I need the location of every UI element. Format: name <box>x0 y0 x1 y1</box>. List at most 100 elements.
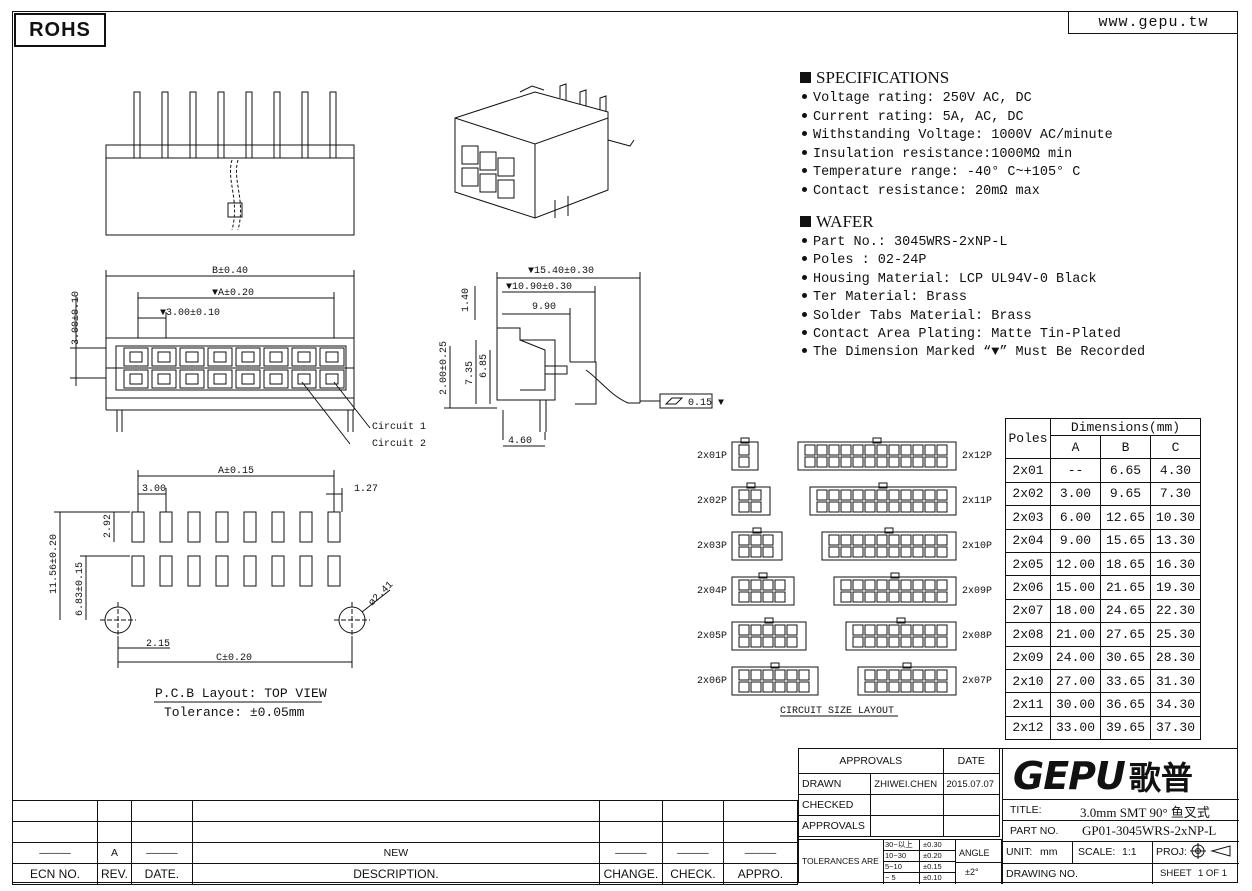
tolerance-row: ~ 5±0.10 <box>883 873 955 884</box>
circuit-cavity <box>786 681 798 693</box>
dimension-cell-p: 2x03 <box>1005 505 1051 530</box>
pcb-dim-c: C±0.20 <box>216 653 252 664</box>
circuit-cavity <box>888 456 900 468</box>
change-header: CHANGE. <box>598 863 663 885</box>
dimension-cell-b: 12.65 <box>1100 505 1151 530</box>
contact-cavity <box>123 369 149 389</box>
contact-cavity <box>319 347 345 367</box>
contact-cavity <box>179 369 205 389</box>
contact-terminal <box>325 373 339 385</box>
specifications-title: SPECIFICATIONS <box>816 68 950 87</box>
circuit-cavity <box>738 636 750 648</box>
tolerance-value: ±0.10 <box>923 873 942 882</box>
circuit-connector <box>845 621 957 651</box>
pcb-layout <box>54 470 391 703</box>
circuit-label-right: 2x07P <box>962 676 992 687</box>
circuit-connector <box>731 531 783 561</box>
circuit-cavity <box>900 624 912 636</box>
circuit-cavity <box>762 546 774 558</box>
pcb-pad <box>327 555 341 587</box>
pin <box>161 91 169 159</box>
wafer-item: Housing Material: LCP UL94V-0 Black <box>802 271 1145 289</box>
circuit-latch <box>764 617 774 624</box>
section-view <box>444 272 713 447</box>
dimension-cell-c: 25.30 <box>1150 622 1201 647</box>
tolerance-value: ±0.20 <box>923 851 942 860</box>
pcb-pad <box>159 511 173 543</box>
circuit-cavity <box>828 534 840 546</box>
circuit-cavity <box>840 534 852 546</box>
tolerance-range: 10~30 <box>885 851 907 860</box>
checked-label: CHECKED <box>799 794 872 816</box>
circuit-cavity <box>936 579 948 591</box>
approvals-label: APPROVALS <box>799 815 872 837</box>
circuit-cavity <box>912 669 924 681</box>
circuit-cavity <box>750 489 762 501</box>
dimension-cell-b: 36.65 <box>1100 692 1151 717</box>
pin <box>301 91 309 159</box>
circuit-cavity <box>912 681 924 693</box>
description-header: DESCRIPTION. <box>191 863 600 885</box>
circuit-cavity <box>888 546 900 558</box>
projection-symbol-icon <box>1190 843 1231 859</box>
circuit-cavity <box>912 444 924 456</box>
circuit-cavity <box>924 624 936 636</box>
contact-cavity <box>235 369 261 389</box>
spec-item: Voltage rating: 250V AC, DC <box>802 90 1113 109</box>
circuit-cavity <box>876 534 888 546</box>
circuit-cavity <box>852 579 864 591</box>
pcb-pad <box>131 511 145 543</box>
dimension-cell-p: 2x01 <box>1005 458 1051 483</box>
circuit-latch <box>878 482 888 489</box>
circuit-cavity <box>774 681 786 693</box>
circuit-cavity <box>900 489 912 501</box>
circuit-cavity <box>840 456 852 468</box>
circuit-cavity <box>750 624 762 636</box>
circuit-cavity <box>924 579 936 591</box>
col-a-header: A <box>1050 434 1101 460</box>
flatness-marker: ▼ <box>718 398 724 409</box>
circuit-cavity <box>912 591 924 603</box>
pin <box>329 91 337 159</box>
col-c-header: C <box>1150 434 1201 460</box>
circuit-latch <box>872 437 882 444</box>
appro-header: APPRO. <box>722 863 799 885</box>
circuit-cavity <box>852 444 864 456</box>
dimension-cell-a: 30.00 <box>1050 692 1101 717</box>
circuit-cavity <box>912 501 924 513</box>
contact-terminal <box>157 373 171 385</box>
dim-1540: ▼15.40±0.30 <box>528 266 594 277</box>
title-info: TITLE: 3.0mm SMT 90° 鱼叉式 PART NO. GP01-3… <box>1002 799 1239 884</box>
circuit-cavity <box>774 579 786 591</box>
circuit-latch <box>896 617 906 624</box>
dimension-cell-c: 4.30 <box>1150 458 1201 483</box>
dimension-cell-c: 7.30 <box>1150 481 1201 507</box>
unit-label: UNIT: <box>1006 846 1033 858</box>
circuit-cavity <box>864 669 876 681</box>
circuit-cavity <box>738 534 750 546</box>
circuit-cavity <box>852 546 864 558</box>
circuit-cavity <box>936 456 948 468</box>
circuit-cavity <box>864 591 876 603</box>
circuit-cavity <box>924 681 936 693</box>
circuit-cavity <box>888 636 900 648</box>
spec-text: Voltage rating: 250V AC, DC <box>813 91 1032 106</box>
circuit-cavity <box>864 624 876 636</box>
circuit-cavity <box>864 489 876 501</box>
dimension-cell-c: 22.30 <box>1150 598 1201 624</box>
circuit-cavity <box>762 624 774 636</box>
circuit-cavity <box>828 546 840 558</box>
contact-cavity <box>263 347 289 367</box>
title-value: 3.0mm SMT 90° 鱼叉式 <box>1080 805 1210 820</box>
contact-cavity <box>207 369 233 389</box>
circuit-cavity <box>774 624 786 636</box>
ecn-header: ECN NO. <box>12 863 98 885</box>
rev-header: REV. <box>97 863 132 885</box>
tolerance-row: 10~30 ±0.20 <box>883 851 955 862</box>
pcb-dim-1156: 11.56±0.20 <box>49 534 60 594</box>
circuit-cavity <box>876 636 888 648</box>
isometric-view <box>454 83 635 219</box>
circuit-cavity <box>750 546 762 558</box>
drawn-date: 2015.07.07 <box>942 773 1001 795</box>
